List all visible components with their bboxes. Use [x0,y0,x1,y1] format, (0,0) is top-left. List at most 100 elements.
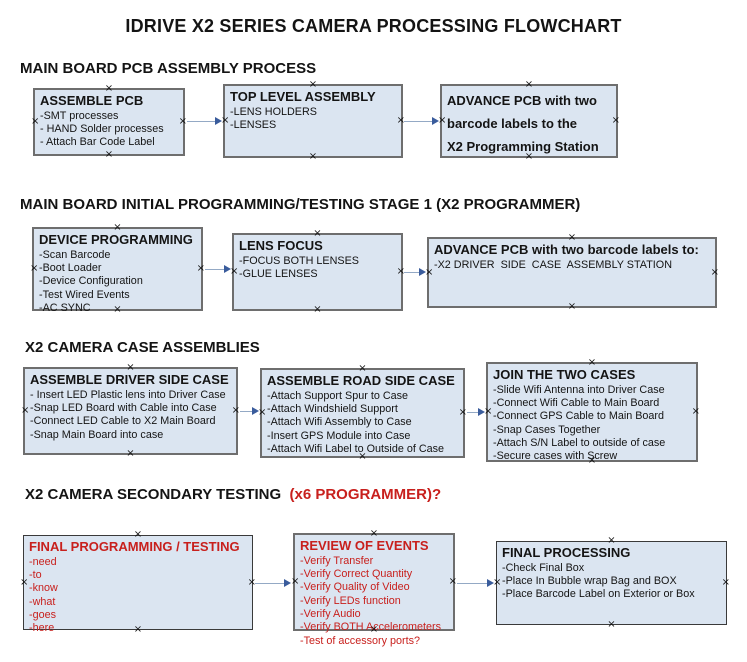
box-item: -to [29,568,42,581]
connection-point-icon: × [133,529,143,540]
box-title: FINAL PROCESSING [502,545,631,560]
connection-point-icon: × [607,619,616,630]
arrow-line [404,271,421,274]
connector-arrow [467,408,485,417]
box-item: -Scan Barcode [39,248,111,261]
page-title: IDRIVE X2 SERIES CAMERA PROCESSING FLOWC… [125,16,622,36]
arrow-line [467,411,480,414]
connection-point-icon: × [396,115,405,126]
box-item: -Attach S/N Label to outside of case [493,437,666,450]
box-item: -GLUE LENSES [239,267,318,280]
section-header-text: X2 CAMERA CASE ASSEMBLIES [25,339,260,356]
connection-point-icon: × [21,405,30,416]
connection-point-icon: × [126,448,135,459]
box-items: -Slide Wifi Antenna into Driver Case-Con… [493,384,691,464]
section-header-case-assemblies: X2 CAMERA CASE ASSEMBLIES [25,339,260,356]
section-header-pcb-assembly: MAIN BOARD PCB ASSEMBLY PROCESS [20,60,316,77]
connection-point-icon: × [691,406,700,417]
box-item: -Test of accessory ports? [300,634,421,647]
box-items: -Attach Support Spur to Case-Attach Wind… [267,390,458,457]
box-item: -Boot Loader [39,261,102,274]
flow-box-lens-focus: LENS FOCUS -FOCUS BOTH LENSES-GLUE LENSE… [230,229,405,315]
connection-point-icon: × [587,357,597,368]
flow-box-join-the-two-cases: JOIN THE TWO CASES -Slide Wifi Antenna i… [484,358,700,466]
connector-arrow [205,265,231,274]
connector-arrow [240,407,259,416]
connection-point-icon: × [567,301,577,312]
flow-box-final-programming-testing: FINAL PROGRAMMING / TESTING -need-to-kno… [20,530,256,635]
box-title: ASSEMBLE ROAD SIDE CASE [267,373,455,388]
arrow-line [404,120,434,123]
box-item: -Verify BOTH Accelerometers [300,621,441,634]
connection-point-icon: × [313,228,322,239]
connection-point-icon: × [104,83,114,94]
connector-arrow [255,579,291,588]
connection-point-icon: × [369,528,379,539]
connection-point-icon: × [358,451,367,462]
box-items: -Check Final Box-Place In Bubble wrap Ba… [502,562,721,602]
arrow-line [240,410,254,413]
arrow-head-icon [284,579,291,587]
box-item: -Attach Windshield Support [267,402,398,415]
connection-point-icon: × [611,115,620,126]
section-header-secondary-testing: X2 CAMERA SECONDARY TESTING (x6 PROGRAMM… [25,486,441,503]
arrow-head-icon [432,117,439,125]
box-item: -Device Configuration [39,275,143,288]
connection-point-icon: × [113,304,122,315]
box-item: -Snap Cases Together [493,423,601,436]
box-item: -Snap Main Board into case [30,428,164,441]
connection-point-icon: × [104,149,114,160]
box-item: -Connect LED Cable to X2 Main Board [30,415,216,428]
connection-point-icon: × [493,577,502,588]
box-item: -Attach Wifi Assembly to Case [267,416,412,429]
connection-point-icon: × [126,362,135,373]
box-items: -need-to-know-what-goes-here [29,556,247,636]
arrow-head-icon [419,268,426,276]
box-item: -Attach Wifi Label to Outside of Case [267,443,445,456]
connection-point-icon: × [524,79,534,90]
box-item: -X2 DRIVER SIDE CASE ASSEMBLY STATION [434,258,672,271]
box-title: DEVICE PROGRAMMING [39,232,193,247]
box-title: ASSEMBLE DRIVER SIDE CASE [30,372,229,387]
arrow-line [187,120,217,123]
connection-point-icon: × [20,576,29,588]
box-item: -AC SYNC [39,302,91,315]
connection-point-icon: × [396,266,405,277]
box-items: -SMT processes- HAND Solder processes- A… [40,110,178,150]
connection-point-icon: × [369,624,379,635]
box-item: -Place Barcode Label on Exterior or Box [502,588,695,601]
section-header-red-text: (x6 PROGRAMMER)? [289,486,442,503]
box-item: -Snap LED Board with Cable into Case [30,401,217,414]
connection-point-icon: × [484,406,493,417]
connection-point-icon: × [247,576,256,588]
box-title: TOP LEVEL ASSEMBLY [230,89,376,104]
flow-box-final-processing: FINAL PROCESSING -Check Final Box-Place … [493,536,730,630]
section-header-text: X2 CAMERA SECONDARY TESTING [25,486,290,503]
connection-point-icon: × [587,455,597,466]
flow-box-advance-pcb-programming-station: ADVANCE PCB with two barcode labels to t… [438,80,620,162]
connection-point-icon: × [258,407,267,418]
connection-point-icon: × [231,405,240,416]
connection-point-icon: × [710,266,719,278]
section-header-text: MAIN BOARD INITIAL PROGRAMMING/TESTING S… [20,196,581,213]
box-item: -Test Wired Events [39,288,130,301]
box-item: - Insert LED Plastic lens into Driver Ca… [30,388,226,401]
box-items: -FOCUS BOTH LENSES-GLUE LENSES [239,255,396,282]
box-item: -Verify Correct Quantity [300,567,413,580]
box-item: -LENSES [230,118,277,131]
arrow-head-icon [487,579,494,587]
connector-arrow [404,268,426,277]
connection-point-icon: × [567,232,577,243]
section-header-initial-programming: MAIN BOARD INITIAL PROGRAMMING/TESTING S… [20,196,580,213]
connection-point-icon: × [438,115,447,126]
arrow-head-icon [252,407,259,415]
box-item: -know [29,582,58,595]
flow-box-assemble-pcb: ASSEMBLE PCB -SMT processes- HAND Solder… [31,84,187,160]
connection-point-icon: × [113,222,122,233]
box-item: -Connect GPS Cable to Main Board [493,410,665,423]
box-item: -Verify Audio [300,608,361,621]
connection-point-icon: × [313,304,322,315]
box-items: - Insert LED Plastic lens into Driver Ca… [30,389,231,443]
flow-box-review-of-events: REVIEW OF EVENTS -Verify Transfer-Verify… [291,529,457,647]
